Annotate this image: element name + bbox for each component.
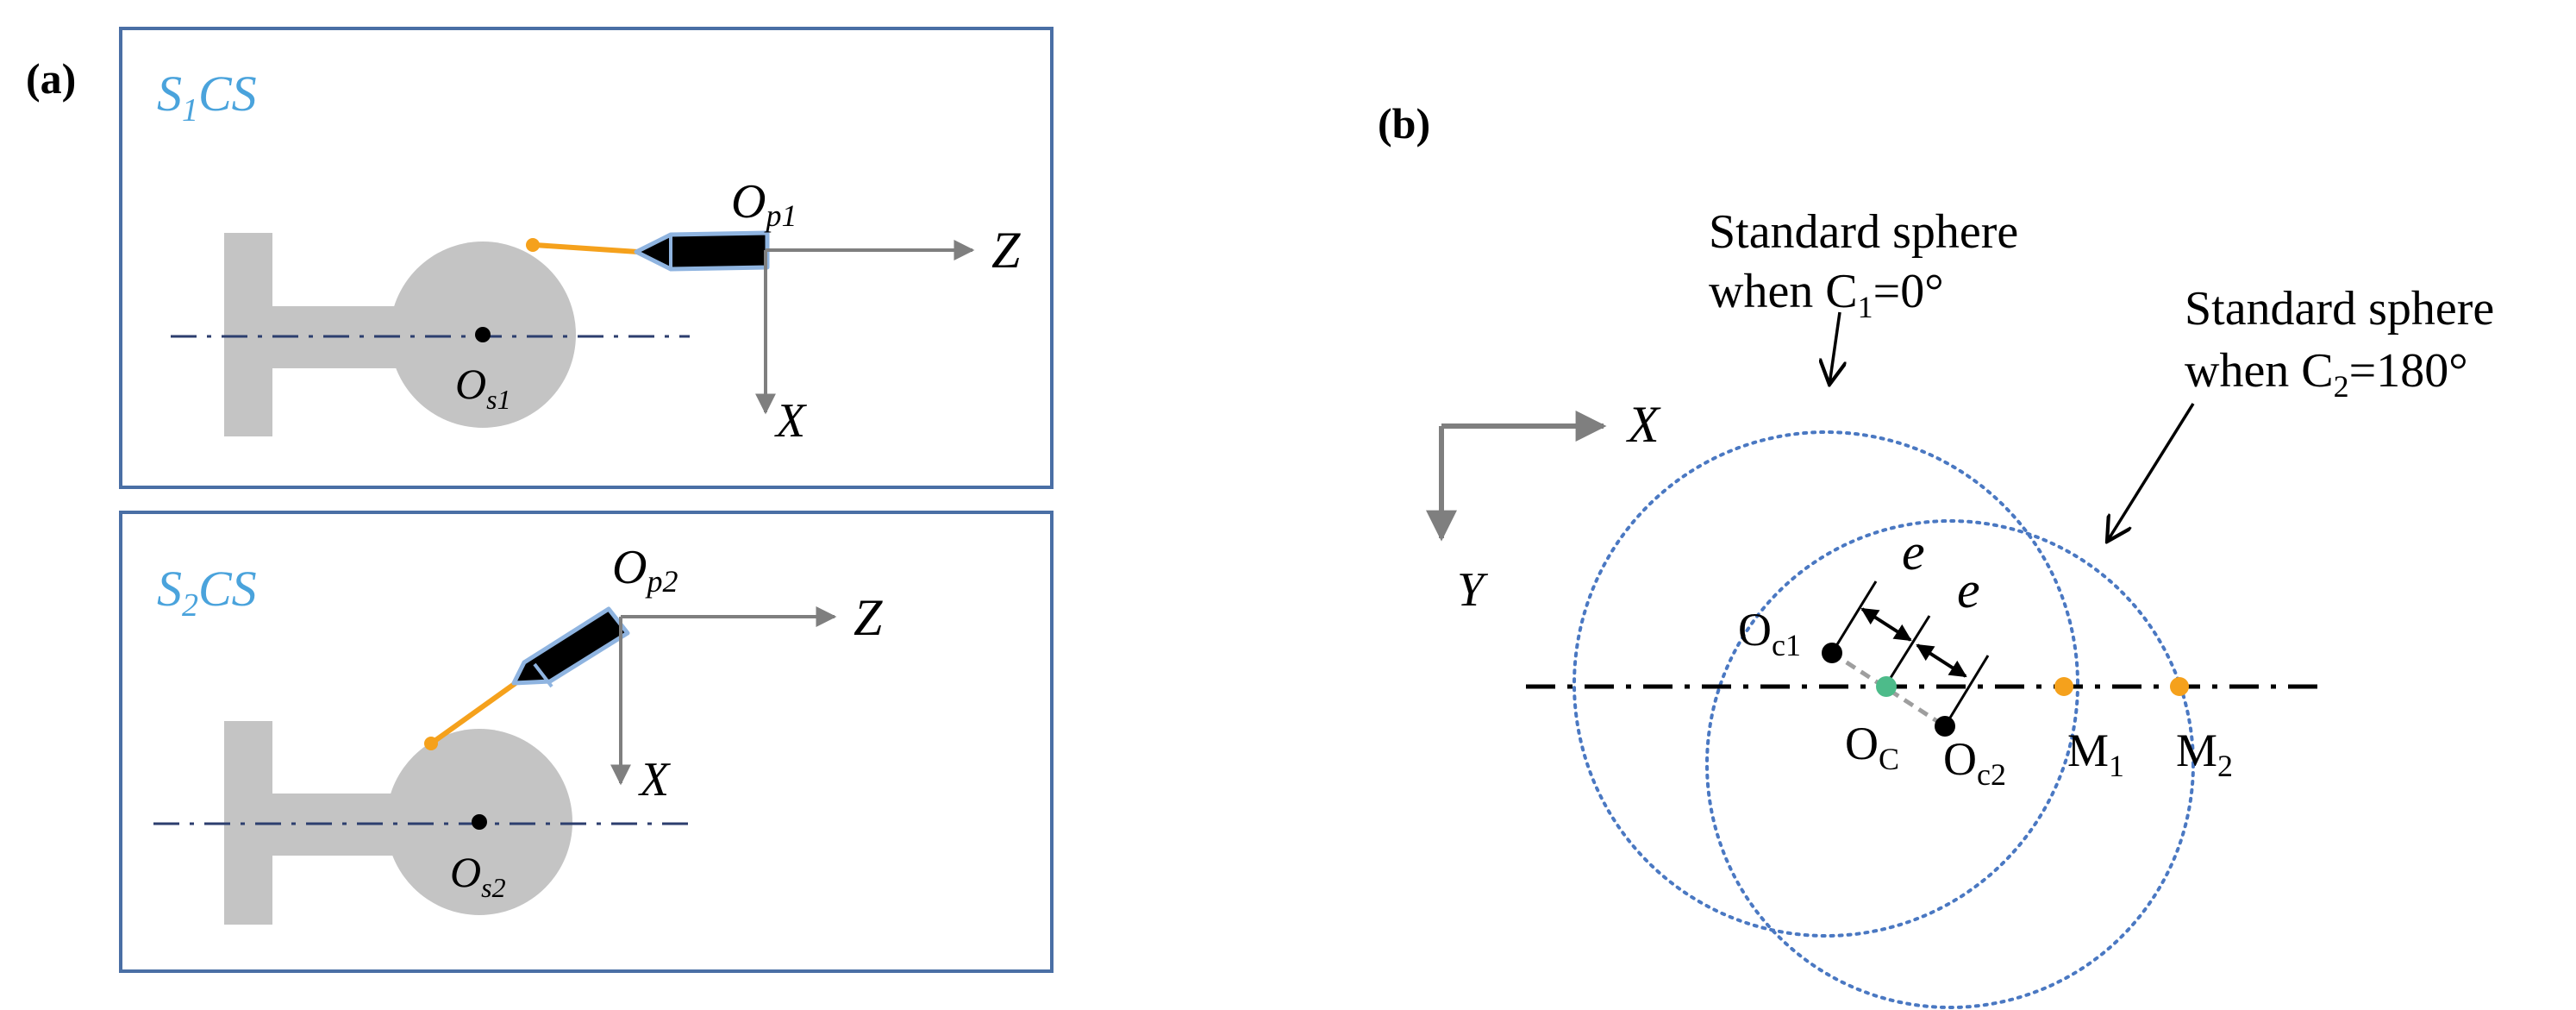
bottom-sphere-center-label: Os2 [450,848,506,903]
dim-tick-3 [1943,655,1990,727]
center-oc-label: OC [1845,718,1899,776]
sphere1-circle [1572,430,2079,938]
point-m2-dot [2170,677,2189,696]
panel-b-axes: X Y [1426,396,1661,617]
top-stylus [534,242,639,254]
top-sphere-center-dot [475,327,491,342]
offset-segment [1830,650,1947,729]
point-m1-label: M1 [2067,725,2124,783]
offset-label-2: e [1957,561,1980,618]
b-axis-y-label: Y [1457,563,1489,617]
bottom-stylus [429,681,517,746]
b-axis-x-label: X [1626,396,1661,453]
top-stylus-tip [526,238,540,252]
top-frame-border [119,27,1054,489]
bottom-probe-divider [533,662,553,688]
panel-b-label: (b) [1378,99,1430,147]
bottom-axis-x-label: X [638,753,672,806]
dim-arrow-2 [1916,643,1967,678]
bottom-probe-body [511,606,630,686]
panel-a-label: (a) [26,54,76,103]
dim-arrow-1 [1860,607,1912,642]
sphere2-circle [1705,519,2195,1009]
dim-tick-1 [1830,580,1878,654]
bottom-probe-origin-label: Op2 [612,541,678,599]
top-part-flange [224,233,272,436]
center-oc2-label: Oc2 [1943,733,2006,792]
top-sphere-center-label: Os1 [455,360,511,415]
dim-tick-2 [1883,615,1931,688]
center-oc2-dot [1935,716,1955,737]
top-probe-origin-label: Op1 [731,175,797,233]
bottom-axis-z-label: Z [853,589,883,646]
sphere1-pointer-arrow [1829,311,1840,385]
bottom-sphere-center-dot [472,814,487,830]
point-m2-label: M2 [2176,725,2233,783]
center-oc1-dot [1822,643,1842,663]
bottom-frame-title: S2CS [157,561,257,624]
top-frame-title: S1CS [157,66,257,129]
top-probe-body [634,230,770,272]
offset-label-1: e [1902,524,1925,580]
panel-a-bottom: S2CS Os2 Z X Op2 [119,511,1054,973]
bottom-stylus-tip [424,737,438,750]
panel-a-top: S1CS Os1 Z X Op1 [119,27,1054,489]
bottom-frame-border [119,511,1054,973]
sphere1-caption-line2: when C1=0° [1709,265,1944,324]
sphere2-pointer-arrow [2107,403,2195,542]
center-oc1-label: Oc1 [1738,604,1801,662]
point-m1-dot [2054,677,2073,696]
sphere2-caption-line2: when C2=180° [2185,344,2468,404]
top-axis-z-label: Z [991,222,1021,279]
sphere1-caption-line1: Standard sphere [1709,205,2018,259]
top-axis-x-label: X [774,394,808,448]
sphere2-caption-line1: Standard sphere [2185,282,2494,336]
bottom-part-shaft [267,794,405,856]
center-oc-dot [1876,676,1897,697]
